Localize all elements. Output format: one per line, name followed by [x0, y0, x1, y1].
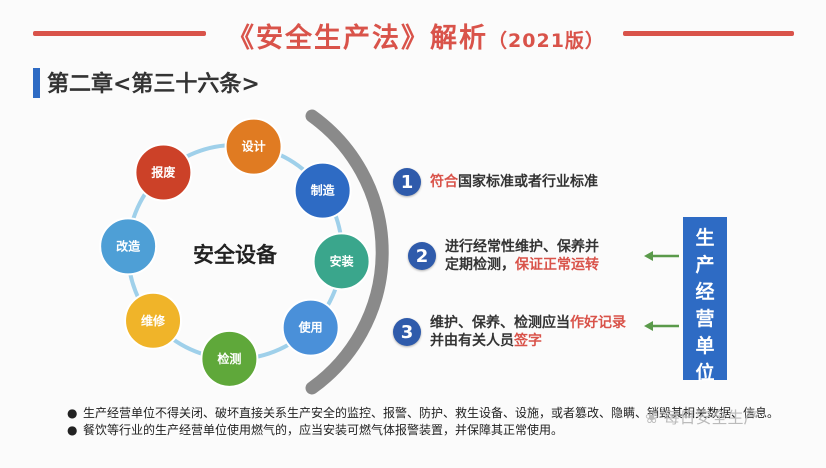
requirement-text: 进行经常性维护、保养并 定期检测，保证正常运转 — [445, 238, 599, 274]
requirement-number: 1 — [393, 168, 421, 196]
cycle-node: 制造 — [293, 161, 352, 220]
page-title: 《安全生产法》解析（2021版） — [211, 16, 621, 55]
unit-char: 产 — [695, 254, 715, 276]
chapter-marker — [33, 68, 40, 98]
cycle-node-circle — [134, 143, 193, 202]
notes: ● 生产经营单位不得关闭、破坏直接关系生产安全的监控、报警、防护、救生设备、设施，… — [65, 405, 795, 439]
title-rule-left — [33, 31, 206, 36]
requirement-highlight: 符合 — [430, 174, 458, 190]
requirement-1: 1 符合国家标准或者行业标准 — [393, 168, 598, 196]
requirement-line-1: 进行经常性维护、保养并 — [445, 239, 599, 255]
chapter-heading: 第二章<第三十六条> — [47, 72, 260, 97]
requirement-3: 3 维护、保养、检测应当作好记录 并由有关人员签字 — [393, 314, 626, 350]
title-bar: 《安全生产法》解析（2021版） — [0, 16, 826, 55]
cycle-node-label: 检测 — [217, 351, 241, 366]
requirement-text: 符合国家标准或者行业标准 — [430, 173, 598, 191]
title-edition: （2021版） — [488, 30, 605, 52]
bullet-icon: ● — [67, 423, 78, 437]
cycle-node: 使用 — [281, 298, 340, 357]
requirement-highlight: 保证正常运转 — [515, 257, 599, 273]
requirement-line-2-pre: 并由有关人员 — [430, 333, 514, 349]
bullet-icon: ● — [67, 406, 78, 420]
unit-char: 位 — [695, 362, 715, 384]
requirement-line-2: 并由有关人员签字 — [430, 332, 626, 350]
cycle-node-circle — [312, 232, 371, 291]
cycle-node-label: 维修 — [141, 313, 166, 328]
cycle-node: 改造 — [99, 217, 158, 276]
cycle-node: 维修 — [124, 291, 183, 350]
requirement-highlight-2: 签字 — [514, 333, 542, 349]
arrows — [644, 251, 679, 331]
requirement-2: 2 进行经常性维护、保养并 定期检测，保证正常运转 — [408, 238, 599, 274]
requirement-number: 3 — [393, 318, 421, 346]
cycle-node-label: 设计 — [242, 139, 266, 154]
requirement-line-2: 定期检测，保证正常运转 — [445, 256, 599, 274]
cycle-node-label: 使用 — [298, 320, 323, 335]
requirement-text: 维护、保养、检测应当作好记录 并由有关人员签字 — [430, 314, 626, 350]
cycle-center-label: 安全设备 — [193, 243, 278, 267]
cycle-node: 报废 — [134, 143, 193, 202]
note-text: 生产经营单位不得关闭、破坏直接关系生产安全的监控、报警、防护、救生设备、设施，或… — [83, 406, 780, 420]
watermark-text: 每日安全生产 — [663, 408, 760, 427]
requirement-line-1-pre: 维护、保养、检测应当 — [430, 315, 570, 331]
requirement-line-1: 维护、保养、检测应当作好记录 — [430, 314, 626, 332]
requirement-text-rest: 国家标准或者行业标准 — [458, 174, 598, 190]
bracket-arc — [305, 109, 389, 395]
cycle-node-circle — [281, 298, 340, 357]
cycle-node-circle — [293, 161, 352, 220]
title-main: 《安全生产法》解析 — [227, 23, 489, 54]
cycle-node-label: 报废 — [151, 164, 175, 179]
cycle-node-circle — [124, 291, 183, 350]
unit-char: 生 — [695, 227, 715, 249]
title-rule-right — [623, 31, 794, 36]
cycle-node: 安装 — [312, 232, 371, 291]
arrow-head-2 — [644, 251, 653, 261]
cycle-node-label: 安装 — [330, 253, 354, 268]
note-item: ● 生产经营单位不得关闭、破坏直接关系生产安全的监控、报警、防护、救生设备、设施，… — [65, 405, 795, 422]
cycle-node: 检测 — [200, 329, 259, 388]
cycle-node-label: 制造 — [311, 183, 336, 198]
cycle-node-circle — [200, 329, 259, 388]
requirement-number: 2 — [408, 242, 436, 270]
requirement-line-2-pre: 定期检测， — [445, 257, 515, 273]
watermark: ❀ 每日安全生产 — [645, 404, 760, 428]
cycle-node-circle — [99, 217, 158, 276]
cycle-node-label: 改造 — [116, 238, 141, 253]
unit-char: 经 — [695, 281, 715, 303]
requirement-highlight: 作好记录 — [570, 315, 626, 331]
unit-char: 单 — [695, 335, 715, 357]
note-item: ● 餐饮等行业的生产经营单位使用燃气的，应当安装可燃气体报警装置，并保障其正常使用… — [65, 422, 795, 439]
unit-char: 营 — [695, 308, 715, 330]
note-text: 餐饮等行业的生产经营单位使用燃气的，应当安装可燃气体报警装置，并保障其正常使用。 — [83, 423, 564, 437]
cycle-node-circle — [224, 117, 283, 176]
arrow-head-3 — [644, 321, 653, 331]
wechat-icon: ❀ — [645, 408, 659, 427]
cycle-node: 设计 — [224, 117, 283, 176]
production-unit-box: 生 产 经 营 单 位 — [683, 217, 727, 384]
